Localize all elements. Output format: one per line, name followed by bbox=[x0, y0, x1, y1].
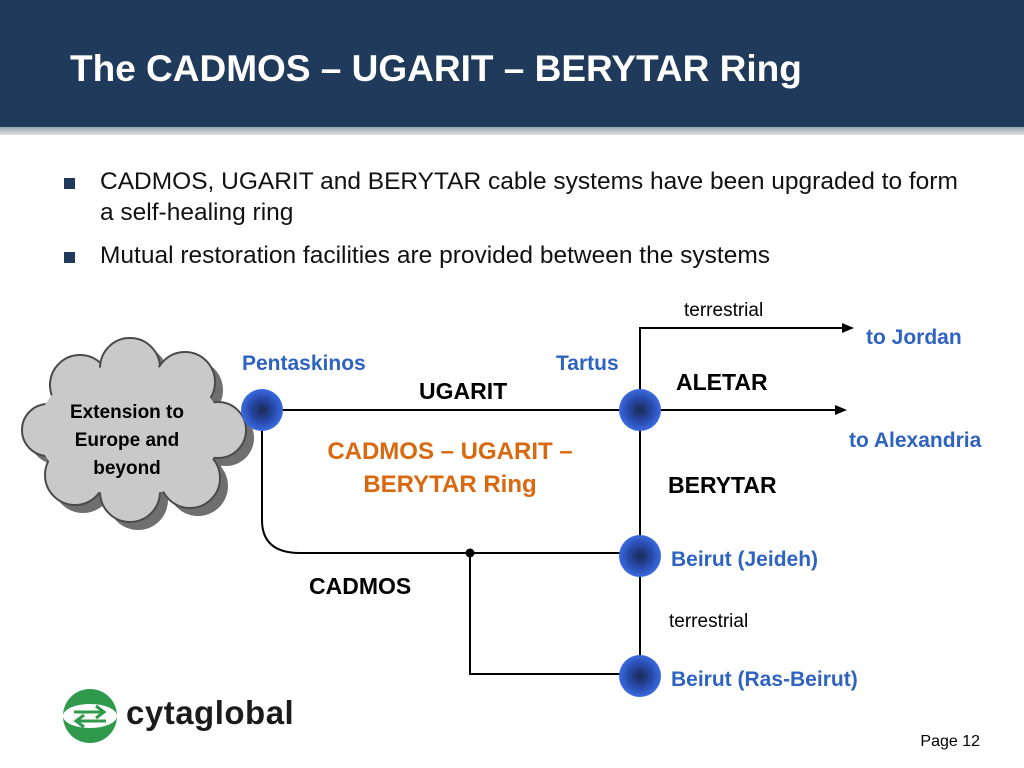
page-number: Page 12 bbox=[920, 733, 980, 750]
beirut-ras-beirut-label: Beirut (Ras-Beirut) bbox=[671, 668, 858, 691]
cloud-label: Extension to Europe and beyond bbox=[69, 402, 184, 479]
pentaskinos-node bbox=[241, 389, 283, 431]
ugarit-label: UGARIT bbox=[419, 378, 508, 404]
title-bar bbox=[0, 0, 1024, 127]
to-jordan-label: to Jordan bbox=[866, 326, 962, 349]
bullet-list: CADMOS, UGARIT and BERYTAR cable systems… bbox=[60, 166, 960, 283]
tartus-label: Tartus bbox=[556, 352, 619, 375]
beirut-jeideh-label: Beirut (Jeideh) bbox=[671, 548, 819, 571]
square-bullet-icon bbox=[64, 252, 75, 263]
to-alexandria-label: to Alexandria bbox=[849, 429, 982, 452]
branching-unit bbox=[465, 548, 475, 558]
cytaglobal-logo-text: cytaglobal bbox=[126, 694, 295, 731]
terrestrial-top-label: terrestrial bbox=[684, 300, 764, 321]
cytaglobal-logo-icon bbox=[63, 689, 117, 743]
cloud-body bbox=[38, 364, 222, 496]
bullet-item: CADMOS, UGARIT and BERYTAR cable systems… bbox=[60, 166, 960, 228]
slide-title: The CADMOS – UGARIT – BERYTAR Ring bbox=[70, 48, 802, 89]
beirut-jeideh-node bbox=[619, 535, 661, 577]
tartus-node bbox=[619, 389, 661, 431]
title-divider bbox=[0, 127, 1024, 135]
cadmos-label: CADMOS bbox=[309, 573, 412, 599]
aletar-label: ALETAR bbox=[676, 369, 768, 395]
terrestrial-jordan-line bbox=[639, 323, 854, 410]
terrestrial-bottom-label: terrestrial bbox=[669, 611, 749, 632]
cadmos-branch-line bbox=[469, 553, 640, 675]
beirut-ras-beirut-node bbox=[619, 655, 661, 697]
square-bullet-icon bbox=[64, 178, 75, 189]
ring-label: CADMOS – UGARIT – BERYTAR Ring bbox=[327, 438, 573, 498]
berytar-label: BERYTAR bbox=[668, 472, 777, 498]
cadmos-cable-line bbox=[261, 410, 640, 554]
bullet-item: Mutual restoration facilities are provid… bbox=[60, 240, 960, 271]
bullet-text: CADMOS, UGARIT and BERYTAR cable systems… bbox=[100, 168, 958, 226]
bullet-text: Mutual restoration facilities are provid… bbox=[100, 242, 770, 269]
pentaskinos-label: Pentaskinos bbox=[242, 352, 366, 375]
